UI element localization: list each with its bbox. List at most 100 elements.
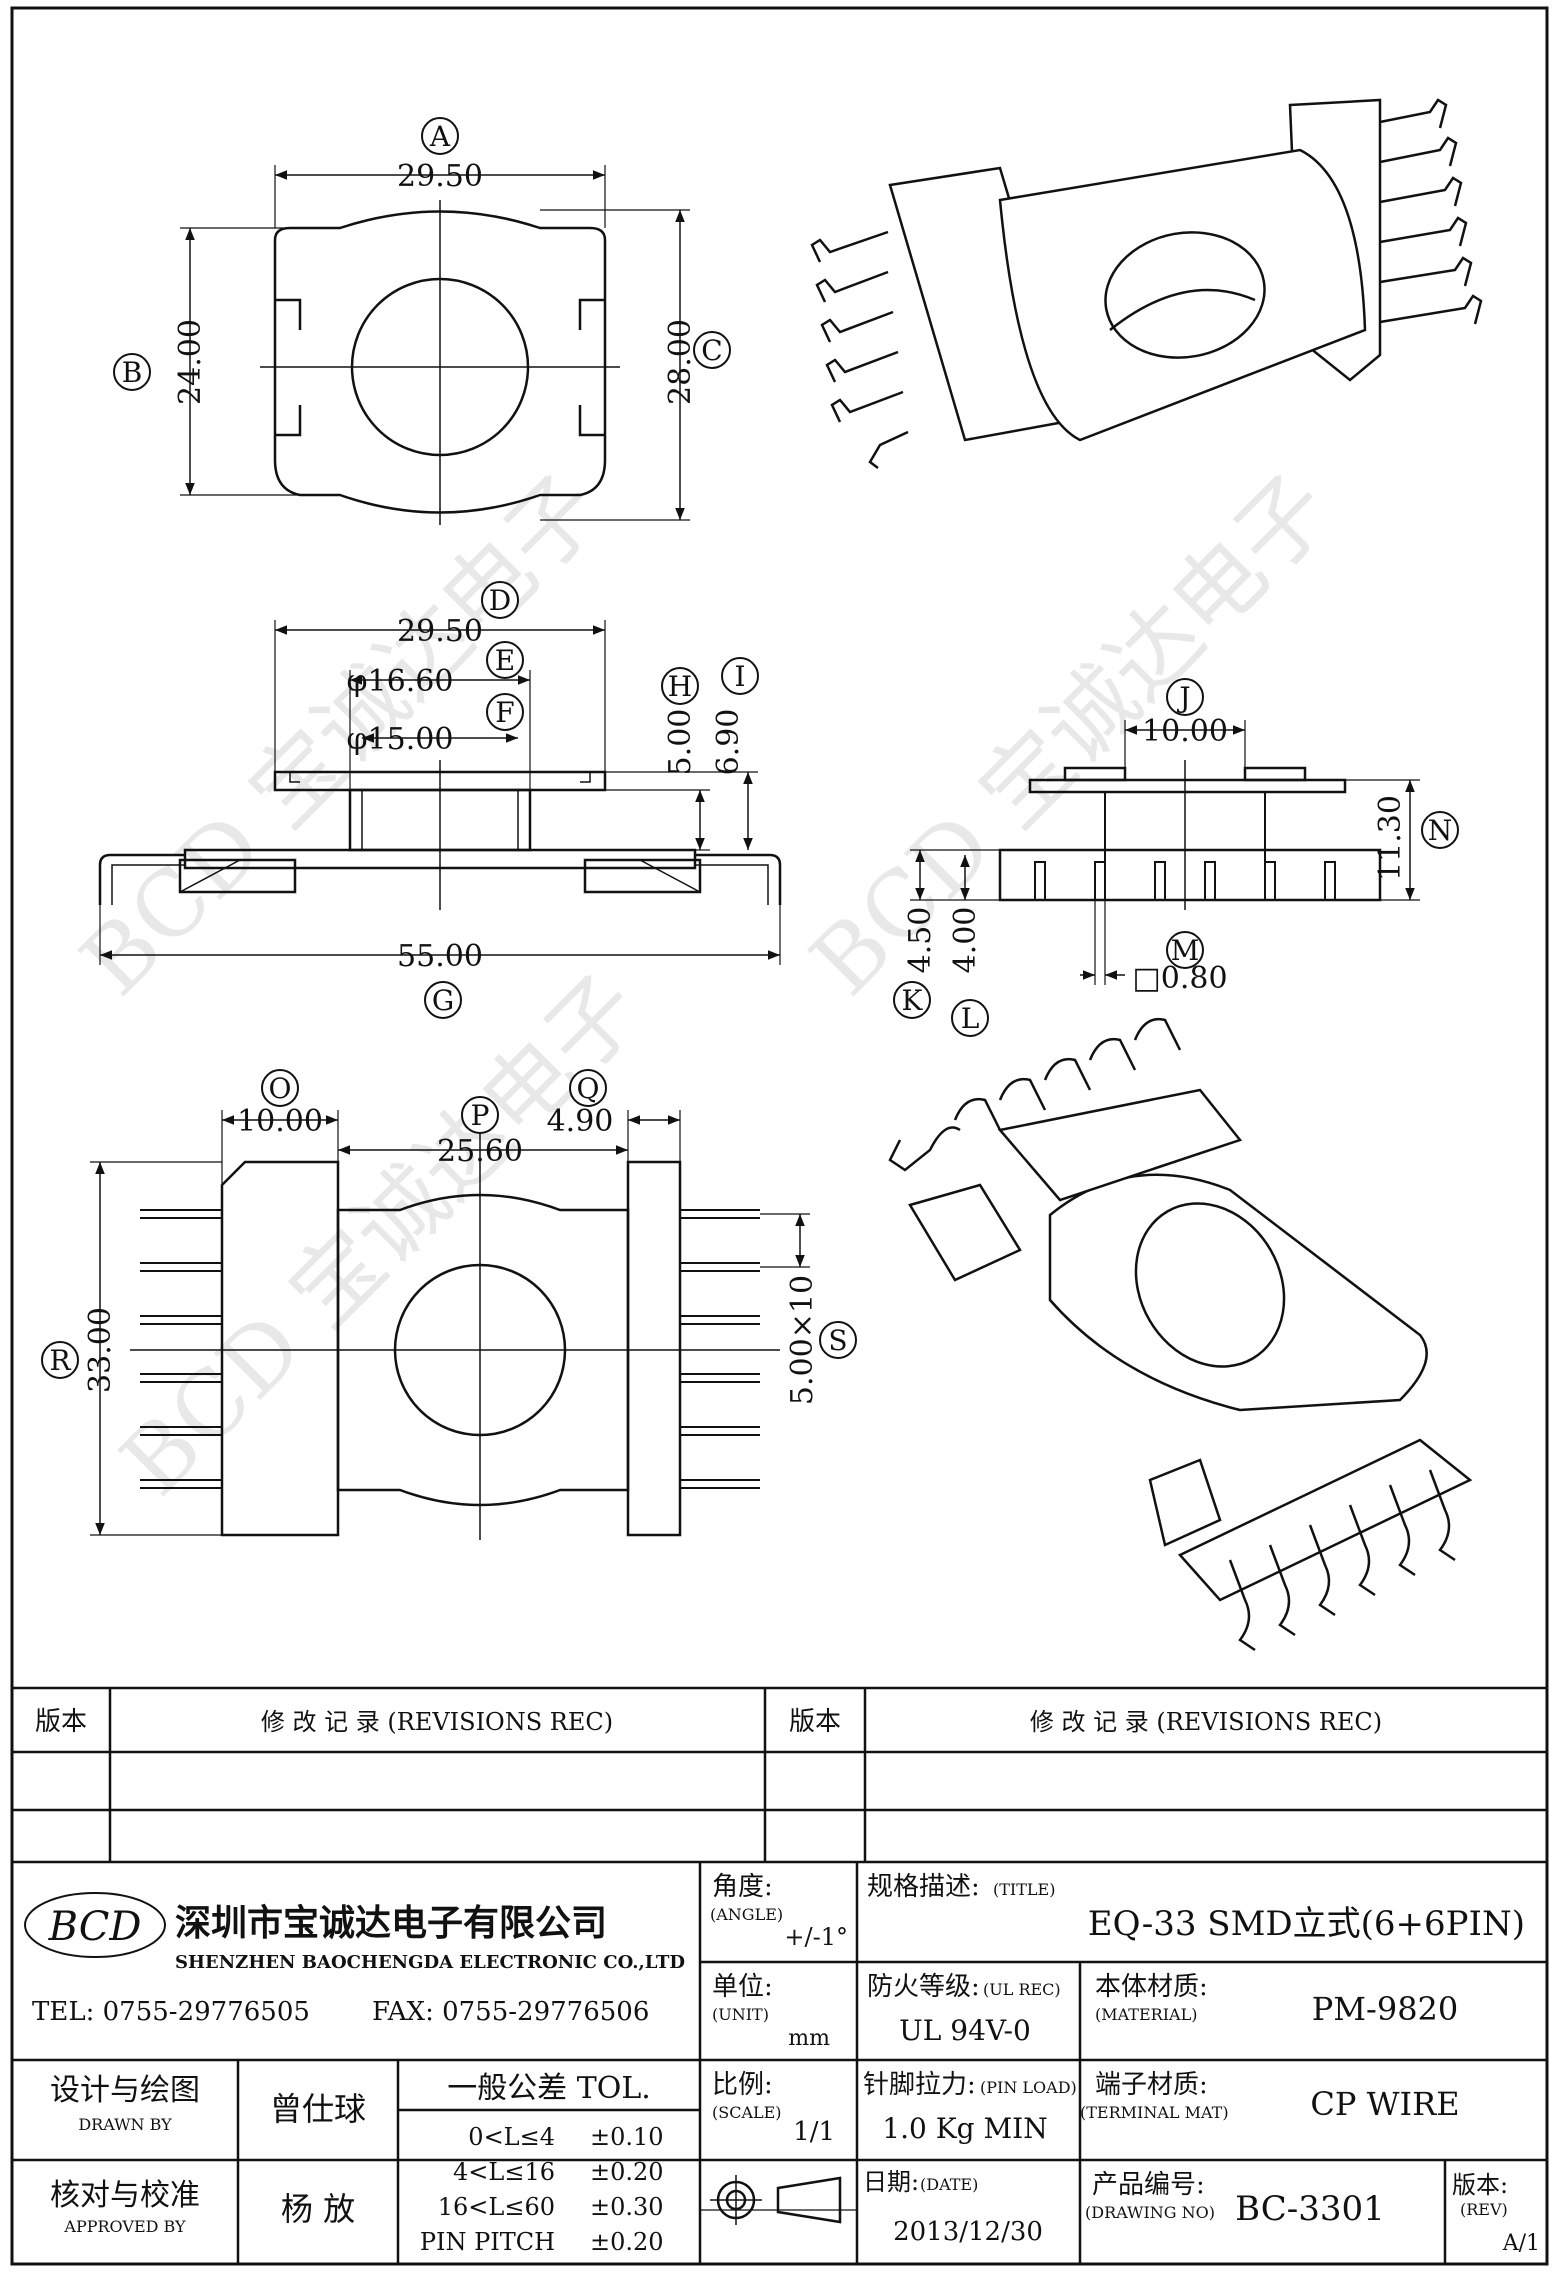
pin-load-label-en: (PIN LOAD) <box>980 2078 1077 2097</box>
label-k-circle <box>893 981 931 1019</box>
label-s: S <box>828 1324 847 1357</box>
date-value: 2013/12/30 <box>893 2217 1043 2247</box>
tolerance-range-3: 16<L≤60 <box>438 2193 555 2221</box>
drawn-by-value: 曾仕球 <box>270 2090 366 2128</box>
rev-right-version-header: 版本 <box>789 1707 841 1737</box>
top-view <box>180 165 690 525</box>
tolerance-range-1: 0<L≤4 <box>468 2123 555 2151</box>
dim-a-value: 29.50 <box>397 159 483 194</box>
dim-f-value: φ15.00 <box>347 722 454 757</box>
pin-load-label: 针脚拉力: <box>863 2070 976 2100</box>
label-d: D <box>489 584 511 617</box>
label-k: K <box>902 984 924 1017</box>
dim-h-value: 5.00 <box>663 709 698 776</box>
company-fax: FAX: 0755-29776506 <box>372 1997 649 2027</box>
label-c: C <box>701 334 722 367</box>
drawing-no-label: 产品编号: <box>1092 2170 1205 2200</box>
bottom-right-flange <box>626 1160 682 1537</box>
dim-n-value: 11.30 <box>1373 795 1408 881</box>
iso2-bottom-flange <box>1177 1438 1473 1602</box>
dim-d-value: 29.50 <box>397 614 483 649</box>
label-s-circle <box>819 1321 857 1359</box>
iso-view-top <box>810 98 1483 469</box>
unit-label-en: (UNIT) <box>712 2005 769 2024</box>
front-right-pin <box>695 853 782 905</box>
label-f-circle <box>486 693 524 731</box>
tolerance-table: 0<L≤4 ±0.10 4<L≤16 ±0.20 16<L≤60 ±0.30 P… <box>420 2123 664 2256</box>
label-p-circle <box>461 1096 499 1134</box>
label-o-circle <box>261 1069 299 1107</box>
approved-by-label-en: APPROVED BY <box>63 2217 186 2236</box>
label-e-circle <box>486 641 524 679</box>
terminal-label: 端子材质: <box>1095 2070 1208 2100</box>
company-name-en: SHENZHEN BAOCHENGDA ELECTRONIC CO.,LTD <box>175 1952 685 1973</box>
dim-k-value: 4.50 <box>903 907 938 974</box>
ul-label-en: (UL REC) <box>983 1980 1061 1999</box>
angle-label: 角度: <box>712 1872 773 1902</box>
title-label-en: (TITLE) <box>993 1880 1055 1899</box>
angle-label-en: (ANGLE) <box>710 1905 783 1924</box>
material-value: PM-9820 <box>1312 1990 1459 2028</box>
bottom-view <box>90 1110 810 1540</box>
bottom-left-pins <box>140 1209 222 1489</box>
iso1-left-pins <box>810 230 909 469</box>
drawn-by-label-en: DRAWN BY <box>78 2115 172 2134</box>
top-bobbin-outline <box>273 210 607 514</box>
material-label-en: (MATERIAL) <box>1095 2005 1197 2024</box>
logo-text: BCD <box>48 1904 142 1950</box>
top-left-notches <box>275 298 302 437</box>
iso2-bottom-pins <box>1228 1469 1456 1652</box>
watermark-text-1: BCD 宝诚达电子 <box>61 455 621 1015</box>
scale-label-en: (SCALE) <box>712 2103 782 2122</box>
scale-value: 1/1 <box>793 2117 835 2147</box>
company-logo: BCD <box>24 1892 166 1958</box>
rev-label-en: (REV) <box>1460 2200 1508 2219</box>
dim-s-value: 5.00×10 <box>785 1275 820 1405</box>
label-c-circle <box>693 331 731 369</box>
label-q: Q <box>577 1072 600 1105</box>
dim-i-value: 6.90 <box>711 709 746 776</box>
rev-value: A/1 <box>1502 2231 1540 2256</box>
iso1-center-plate <box>998 148 1367 442</box>
drawn-by-label: 设计与绘图 <box>50 2073 200 2108</box>
bottom-right-pins <box>680 1209 760 1489</box>
projection-symbol-icon <box>710 2175 842 2225</box>
tolerance-range-2: 4<L≤16 <box>453 2158 555 2186</box>
front-left-pin <box>98 853 185 905</box>
iso1-right-pins <box>1379 98 1483 325</box>
tolerance-range-4: PIN PITCH <box>420 2228 555 2256</box>
rev-left-record-header: 修 改 记 录 (REVISIONS REC) <box>261 1708 613 1736</box>
label-h-circle <box>661 667 699 705</box>
label-a-circle <box>421 117 459 155</box>
label-g: G <box>432 984 454 1017</box>
dim-q-value: 4.90 <box>547 1104 614 1139</box>
dim-p-value: 25.60 <box>437 1134 523 1169</box>
top-right-notches <box>578 298 605 437</box>
iso2-center-hole <box>1134 1202 1286 1368</box>
dim-o-value: 10.00 <box>237 1104 323 1139</box>
unit-value: mm <box>788 2026 830 2051</box>
tolerance-title: 一般公差 TOL. <box>447 2071 651 2106</box>
label-r-circle <box>41 1341 79 1379</box>
date-label: 日期: <box>863 2168 919 2196</box>
dim-c-value: 28.00 <box>663 319 698 405</box>
iso1-hole-inner <box>1109 288 1256 331</box>
front-left-block <box>178 858 297 894</box>
iso2-top-pins <box>888 1017 1182 1172</box>
unit-label: 单位: <box>712 1972 773 2002</box>
iso2-top-flange <box>997 1088 1243 1202</box>
tolerance-value-2: ±0.20 <box>590 2158 664 2186</box>
scale-label: 比例: <box>712 2070 773 2100</box>
iso2-front-block <box>1148 1458 1222 1547</box>
label-e: E <box>495 644 515 677</box>
label-l-circle <box>951 999 989 1037</box>
iso-view-bottom <box>888 1017 1473 1652</box>
label-n-circle <box>1421 811 1459 849</box>
label-o: O <box>269 1072 292 1105</box>
front-right-block <box>583 858 702 894</box>
title-block-lines <box>12 1686 1547 2264</box>
side-pins <box>1034 792 1336 901</box>
terminal-value: CP WIRE <box>1310 2085 1459 2123</box>
